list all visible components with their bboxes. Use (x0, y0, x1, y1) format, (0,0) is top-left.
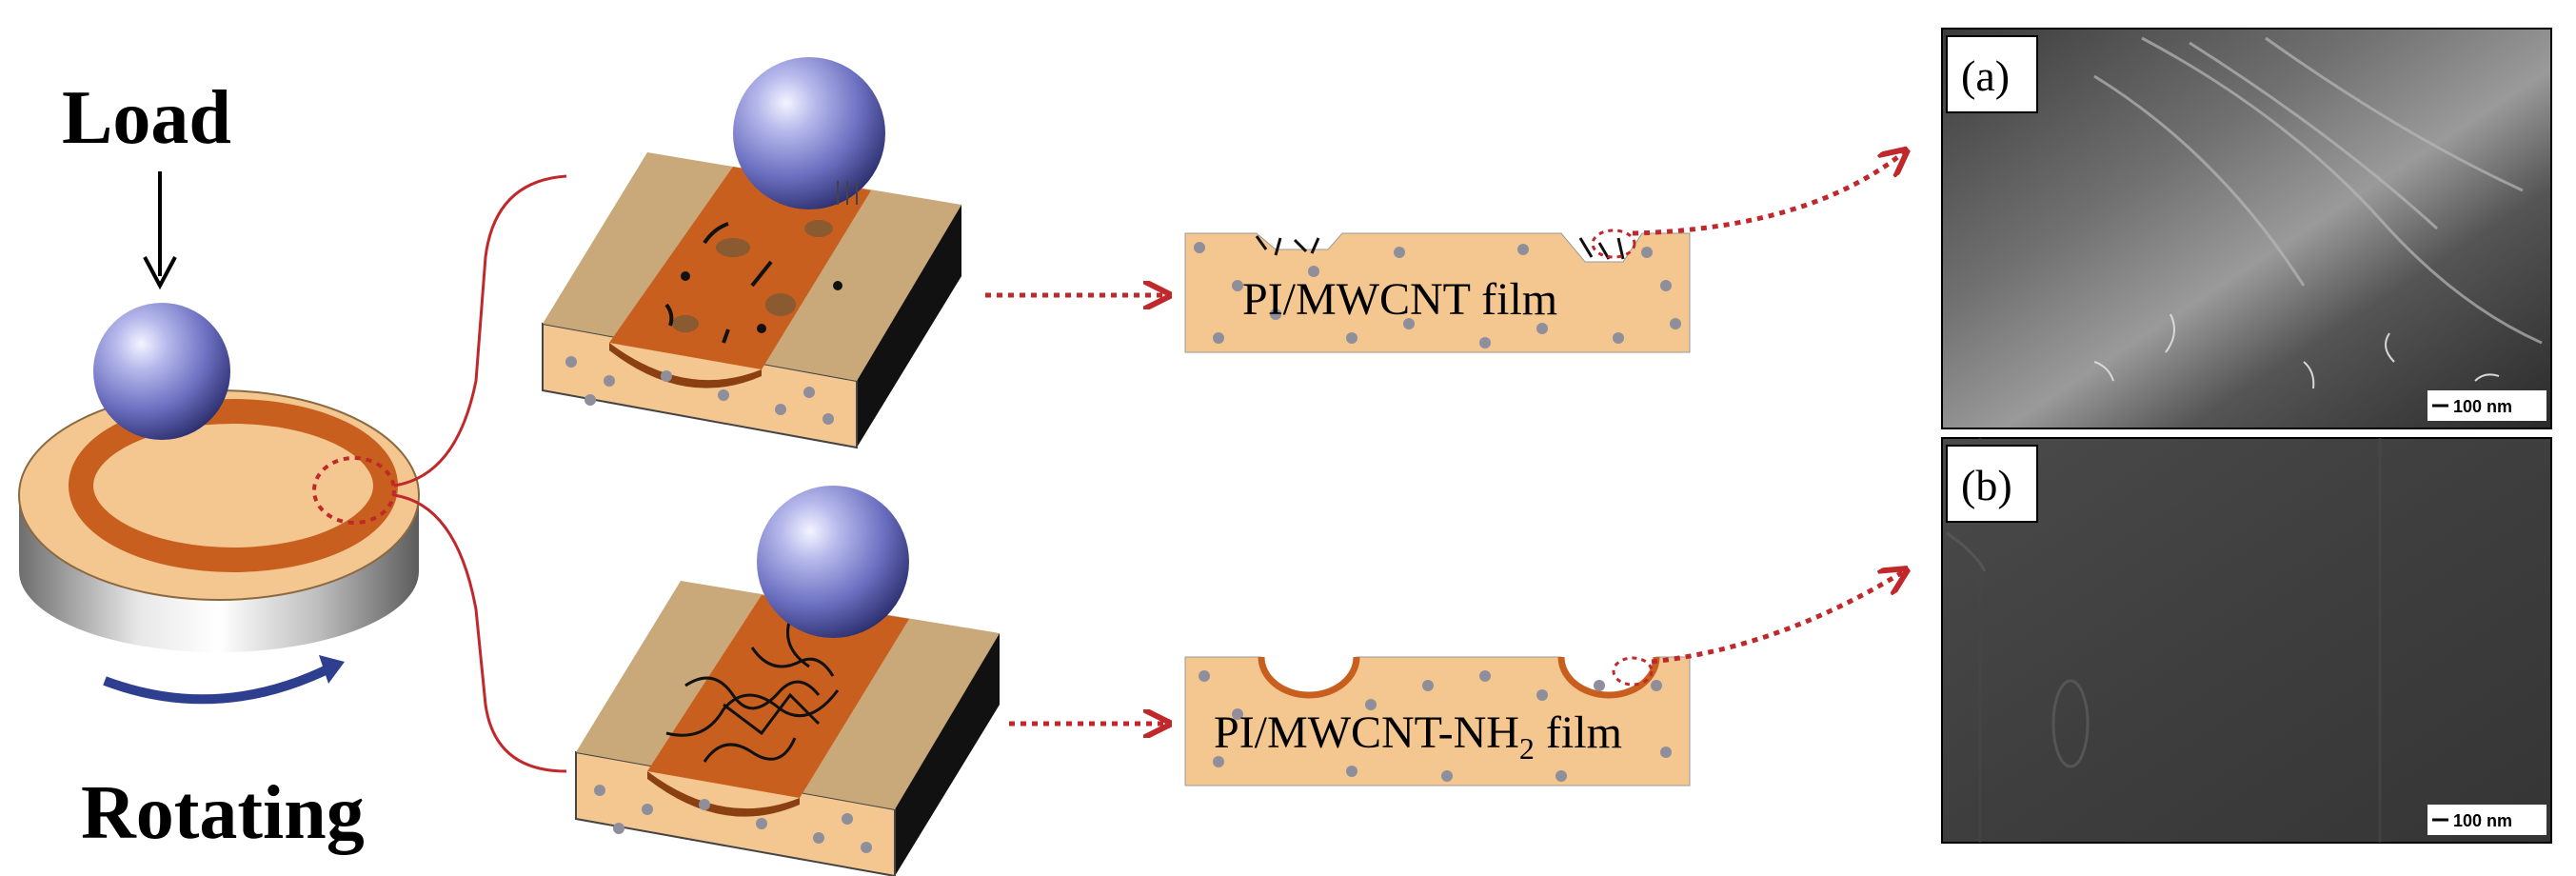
sem-a-label: (a) (1961, 51, 2010, 100)
sem-a-scale: 100 nm (2453, 397, 2512, 416)
pin-on-disc-tester (18, 303, 420, 705)
sem-b-scale: 100 nm (2453, 811, 2512, 830)
rotating-label: Rotating (81, 771, 365, 855)
steel-ball-icon (93, 303, 230, 440)
worn-block-bottom (575, 486, 1000, 876)
svg-text:Load: Load (62, 76, 231, 160)
zoom-circle (312, 456, 396, 525)
worn-block-top (542, 57, 961, 449)
branch-lines (393, 174, 567, 773)
film-top: PI/MWCNT film (1184, 229, 1691, 353)
steel-ball-icon (733, 57, 885, 209)
sem-image-a: (a) 100 nm (1941, 28, 2552, 429)
svg-text:Rotating: Rotating (81, 771, 365, 855)
dotted-arrow-icon (1651, 571, 1904, 665)
film-bottom: PI/MWCNT-NH2 film (1184, 656, 1691, 786)
film-top-label: PI/MWCNT film (1242, 274, 1557, 325)
load-arrow (143, 171, 177, 290)
dotted-arrow-icon (1632, 152, 1904, 236)
sem-b-label: (b) (1961, 461, 2012, 509)
wear-ring (69, 399, 398, 572)
sem-image-b: (b) 100 nm (1941, 437, 2552, 844)
film-bottom-label: PI/MWCNT-NH2 film (1214, 707, 1622, 766)
rotation-arrow (103, 662, 336, 705)
steel-ball-icon (757, 486, 909, 638)
load-label: Load (62, 76, 231, 160)
